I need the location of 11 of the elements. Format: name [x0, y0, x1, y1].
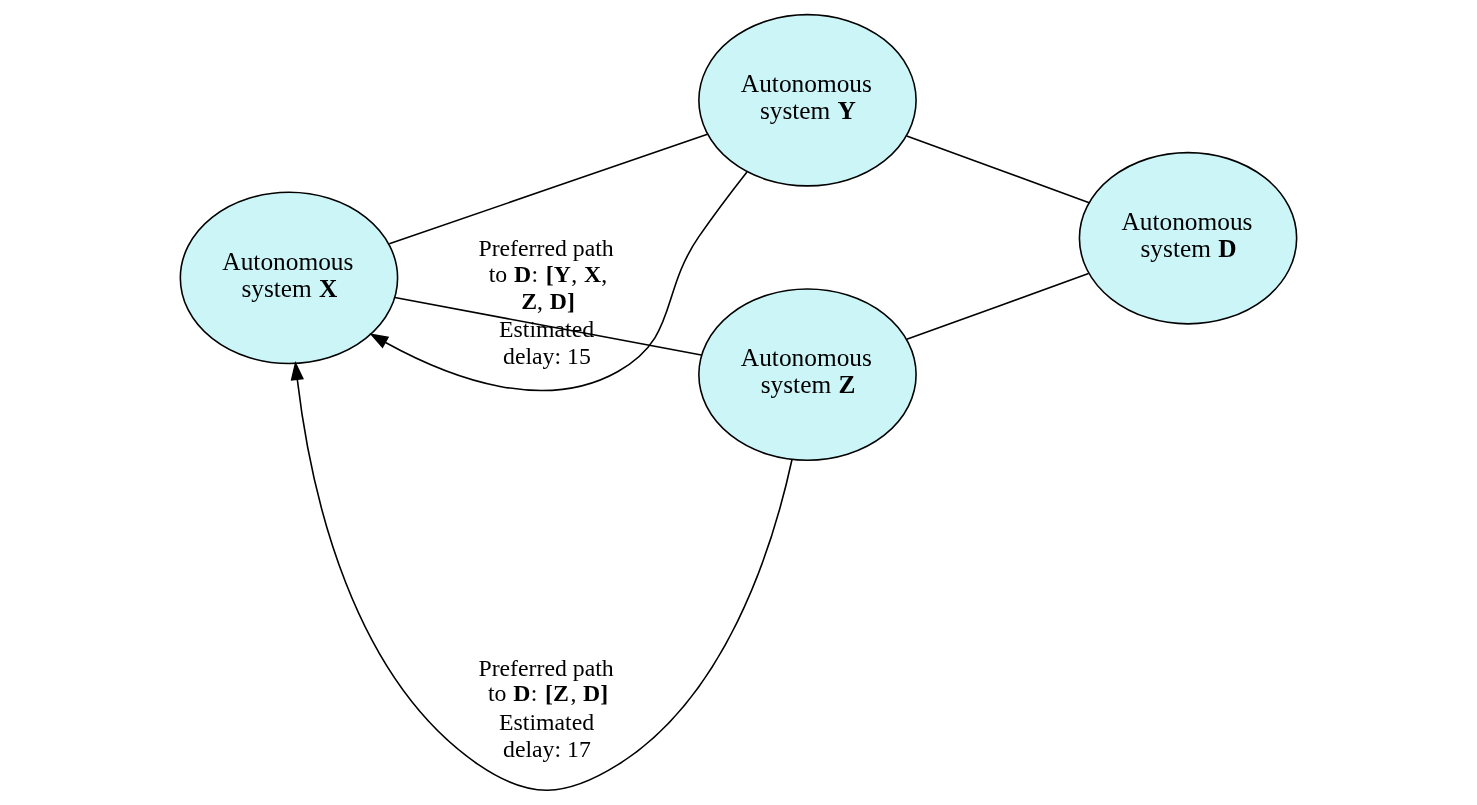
node-ellipse: Autonomous system Z — [698, 288, 917, 462]
arrow — [369, 171, 748, 392]
connector — [905, 135, 1090, 204]
connector — [394, 296, 703, 356]
arrow — [290, 361, 793, 791]
node-ellipse: Autonomous system Y — [698, 13, 917, 187]
node-ellipse: Autonomous system D — [1078, 151, 1298, 325]
node-ellipse: Autonomous system X — [179, 191, 399, 365]
connector — [388, 133, 709, 245]
connector — [905, 272, 1090, 341]
edge-label: Preferred path to D: [Z, D] Estimated delay: 17 — [478, 654, 614, 762]
